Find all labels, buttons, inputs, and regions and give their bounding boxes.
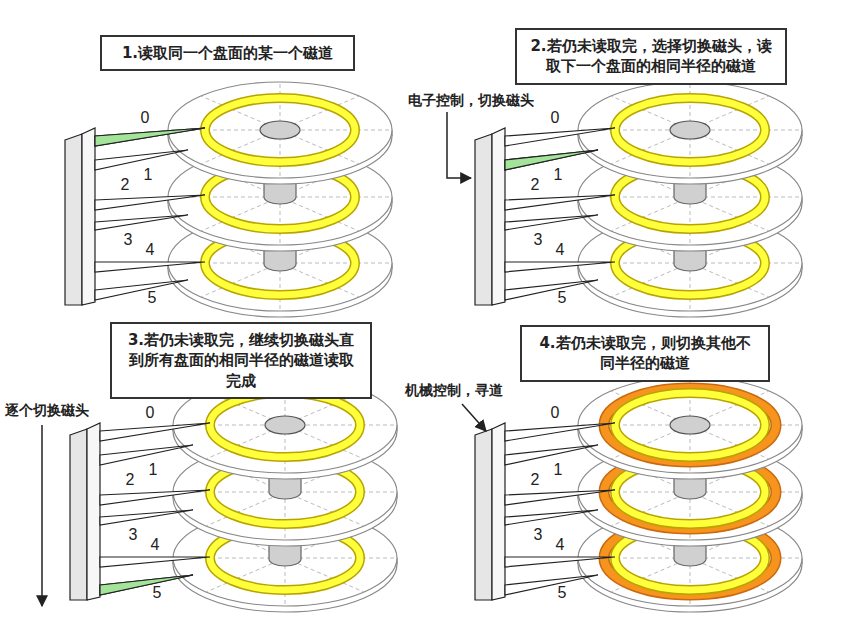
- head-number: 0: [551, 404, 560, 422]
- head-number: 0: [146, 404, 155, 422]
- head-number: 4: [556, 241, 565, 259]
- step-text: 3.若仍未读取完，继续切换磁头直到所有盘面的相同半径的磁道读取完成: [122, 330, 360, 391]
- step-text: 2.若仍未读取完，选择切换磁头，读取下一个盘面的相同半径的磁道: [527, 36, 775, 77]
- head-number: 0: [141, 109, 150, 127]
- head-number: 2: [126, 471, 135, 489]
- step-box: 4.若仍未读取完，则切换其他不同半径的磁道: [520, 325, 770, 382]
- step-box: 2.若仍未读取完，选择切换磁头，读取下一个盘面的相同半径的磁道: [515, 28, 787, 85]
- head-number: 1: [554, 166, 563, 184]
- active-head: [100, 575, 193, 595]
- step-text: 4.若仍未读取完，则切换其他不同半径的磁道: [532, 333, 758, 374]
- head-number: 2: [531, 176, 540, 194]
- active-head: [505, 150, 598, 170]
- head-number: 4: [556, 536, 565, 554]
- direction-arrow: [41, 425, 43, 606]
- disk-stack-panel-3: [70, 377, 397, 612]
- annotation-text: 机械控制，寻道: [405, 382, 503, 400]
- head-number: 1: [554, 461, 563, 479]
- step-box: 3.若仍未读取完，继续切换磁头直到所有盘面的相同半径的磁道读取完成: [110, 322, 372, 399]
- head-number: 4: [151, 536, 160, 554]
- head-number: 5: [148, 289, 157, 307]
- head-number: 5: [558, 584, 567, 602]
- head-number: 3: [534, 231, 543, 249]
- pointer-arrow: [447, 112, 471, 178]
- head-number: 1: [144, 166, 153, 184]
- head-number: 3: [129, 526, 138, 544]
- head-number: 3: [124, 231, 133, 249]
- pointer-arrow: [462, 404, 486, 431]
- step-box: 1.读取同一个盘面的某一个磁道: [100, 35, 355, 71]
- disk-stack-panel-1: [65, 82, 392, 317]
- head-number: 5: [153, 584, 162, 602]
- head-number: 2: [121, 176, 130, 194]
- head-number: 2: [531, 471, 540, 489]
- head-number: 3: [534, 526, 543, 544]
- head-number: 5: [558, 289, 567, 307]
- head-number: 0: [551, 109, 560, 127]
- annotation-text: 电子控制，切换磁头: [408, 92, 534, 110]
- annotation-text: 逐个切换磁头: [5, 402, 89, 420]
- head-number: 1: [149, 461, 158, 479]
- step-text: 1.读取同一个盘面的某一个磁道: [112, 43, 343, 63]
- disk-stack-panel-2: [475, 82, 802, 317]
- active-head: [95, 128, 205, 146]
- head-number: 4: [146, 241, 155, 259]
- disk-stack-panel-4: [475, 377, 802, 612]
